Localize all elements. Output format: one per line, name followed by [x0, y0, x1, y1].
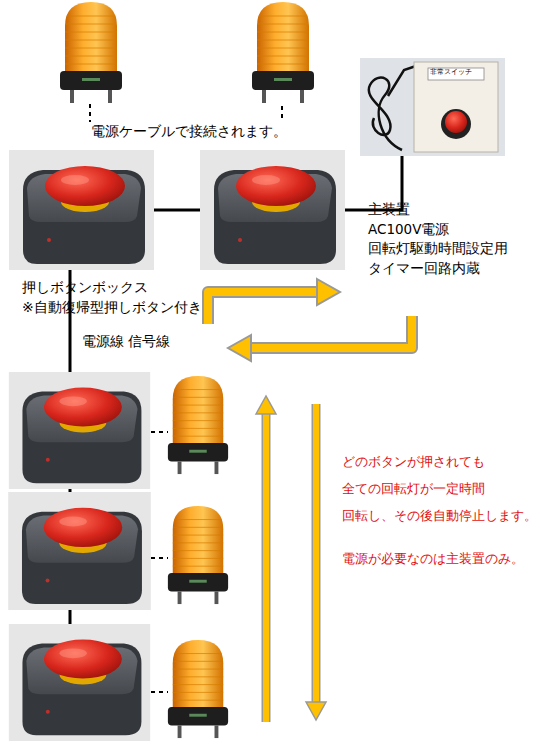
- wire-label: 電源線 信号線: [82, 332, 170, 350]
- push-button-box: [200, 150, 345, 270]
- rotating-lamp: [168, 506, 228, 604]
- box-heading: 押しボタンボックス ※自動復帰型押しボタン付き: [22, 277, 242, 317]
- power-cable: [151, 432, 168, 692]
- rotating-lamp: [60, 2, 122, 103]
- device-heading: 主装置 AC100V電源 回転灯駆動時間設定用 タイマー回路内蔵: [368, 200, 550, 278]
- device-label: 非常スイッチ: [430, 68, 472, 77]
- wire: [154, 209, 202, 212]
- push-button-box: [9, 624, 150, 741]
- flow-arrow: [208, 279, 412, 361]
- rotating-lamp: [168, 376, 228, 474]
- push-button-box: [9, 150, 154, 270]
- main-unit-photo: [360, 58, 505, 156]
- main-unit: 非常スイッチ主装置 AC100V電源 回転灯駆動時間設定用 タイマー回路内蔵: [360, 58, 505, 156]
- cable-note: 電源ケーブルで接続されます。: [88, 122, 290, 140]
- push-button-box: [9, 372, 150, 489]
- power-note: 電源が必要なのは主装置のみ。: [342, 550, 524, 568]
- rotating-lamp: [168, 640, 228, 738]
- push-button-box: [8, 492, 151, 610]
- flow-arrow: [256, 396, 326, 722]
- push-button-box: 押しボタンボックス ※自動復帰型押しボタン付き: [8, 150, 155, 270]
- rotating-lamp: [252, 2, 314, 103]
- operation-note: どのボタンが押されても 全ての回転灯が一定時間 回転し、その後自動停止します。: [342, 448, 550, 529]
